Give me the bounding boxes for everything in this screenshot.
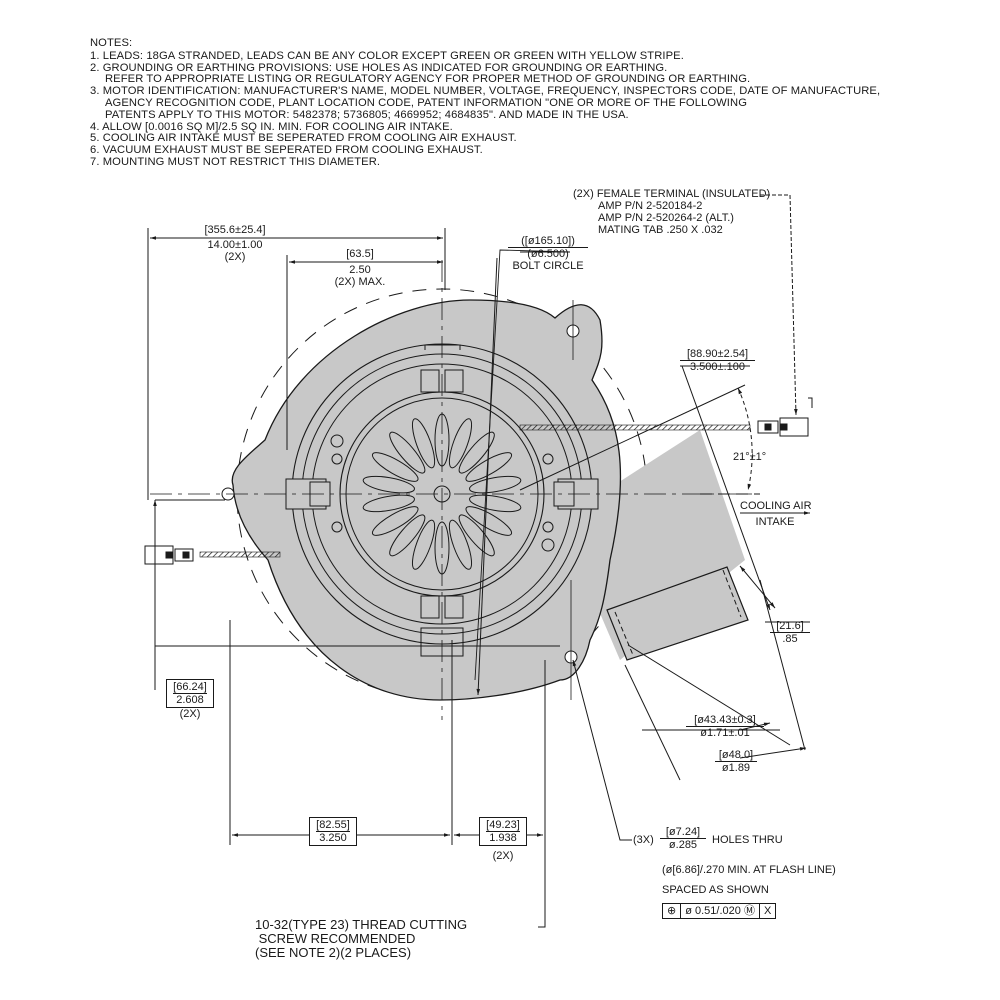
hole-size: [ø7.24] ø.285 [660,826,706,851]
notes-title: NOTES: [90,37,133,49]
note-3-cont-1: AGENCY RECOGNITION CODE, PLANT LOCATION … [105,96,748,109]
fcf-tolerance: ø 0.51/.020 [685,905,741,917]
note-1: 1. LEADS: 18GA STRANDED, LEADS CAN BE AN… [90,49,684,62]
note-7: 7. MOUNTING MUST NOT RESTRICT THIS DIAME… [90,155,381,168]
note-4: 4. ALLOW [0.0016 SQ M]/2.5 SQ IN. MIN. F… [90,120,453,133]
notes-block: NOTES: 1. LEADS: 18GA STRANDED, LEADS CA… [90,37,881,169]
dim-bottom-left: [82.55] 3.250 [303,817,363,846]
fan-blades [362,413,522,575]
dim-left-offset: [66.24] 2.608 (2X) [160,679,220,720]
flash-line-note: (ø[6.86]/.270 MIN. AT FLASH LINE) [662,864,836,876]
outlet-tube [606,566,749,661]
dim-outlet-outer-dia: [ø48.0] ø1.89 [715,749,757,774]
terminal-callout: (2X) FEMALE TERMINAL (INSULATED) AMP P/N… [573,188,771,236]
dim-max-width: [63.5] 2.50 (2X) MAX. [334,248,386,288]
terminal-left [144,545,174,565]
screw-note: 10-32(TYPE 23) THREAD CUTTING SCREW RECO… [255,917,468,960]
position-symbol-icon: ⊕ [663,904,682,918]
note-3-cont-2: PATENTS APPLY TO THIS MOTOR: 5482378; 57… [105,108,629,121]
dim-bottom-right: [49.23] 1.938 (2X) [473,817,533,862]
mmc-modifier-icon: Ⓜ [743,905,755,917]
hole-qty: (3X) [633,834,654,846]
terminal-right [779,417,809,437]
housing [231,299,622,701]
note-6: 6. VACUUM EXHAUST MUST BE SEPERATED FROM… [90,144,483,157]
dim-outlet-inner-dia: [ø43.43±0.3] ø1.71±.01 [686,714,764,739]
dim-angle: 21°±1° [733,451,767,463]
dim-overall-width: [355.6±25.4] 14.00±1.00 (2X) [204,224,266,263]
dim-bolt-circle: ([ø165.10]) (ø6.500) BOLT CIRCLE [508,235,588,272]
spacing-note: SPACED AS SHOWN [662,884,769,896]
holes-thru-label: HOLES THRU [712,834,783,846]
feature-control-frame: ⊕ ø 0.51/.020 Ⓜ X [662,903,777,919]
note-5: 5. COOLING AIR INTAKE MUST BE SEPERATED … [90,132,517,145]
fcf-datum: X [763,905,772,917]
dim-outlet-length: [21.6] .85 [770,620,810,645]
dim-lead-length: [88.90±2.54] 3.500±.100 [680,348,755,373]
note-3: 3. MOTOR IDENTIFICATION: MANUFACTURER'S … [90,85,881,98]
note-2-cont: REFER TO APPROPRIATE LISTING OR REGULATO… [105,73,751,86]
note-2: 2. GROUNDING OR EARTHING PROVISIONS: USE… [90,61,668,74]
cooling-air-intake-label: COOLING AIR INTAKE [740,500,812,528]
